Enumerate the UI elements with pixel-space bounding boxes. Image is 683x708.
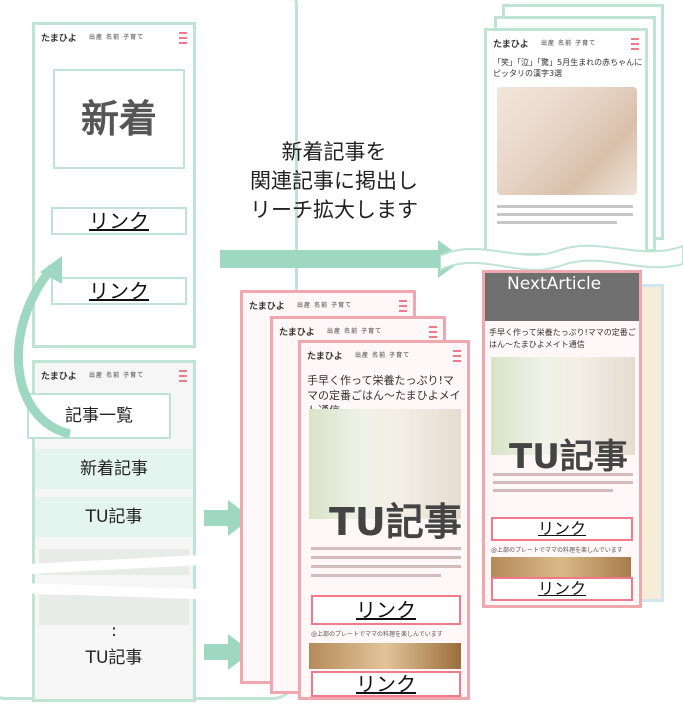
tu-stack-caption: @上部のプレートでママの料理を楽しんでいます	[311, 631, 443, 638]
tu-card-link-2[interactable]: リンク	[491, 577, 633, 601]
text-line	[497, 205, 633, 208]
stack-card-header: たまひよ 出産 名前 子育て	[493, 37, 639, 51]
text-line	[311, 565, 461, 568]
text-line	[311, 547, 461, 550]
tu-stack-link[interactable]: リンク	[311, 595, 461, 625]
text-line	[497, 213, 633, 216]
tu-stack-link-2[interactable]: リンク	[311, 671, 461, 697]
caption-line-3: リーチ拡大します	[250, 198, 418, 222]
menu-icon	[399, 300, 407, 312]
right-tu-card: 手早く作って栄養たっぷり!ママの定番ごはん〜たまひよメイト通信 NextArti…	[482, 270, 642, 608]
menu-icon	[429, 326, 437, 338]
site-logo: たまひよ	[249, 302, 285, 312]
link-2[interactable]: リンク	[51, 277, 187, 305]
mother-photo	[309, 409, 461, 519]
wavy-cut	[440, 244, 683, 272]
site-nav: 出産 名前 子育て	[297, 302, 353, 309]
next-article-label: NextArticle	[507, 274, 602, 294]
site-nav: 出産 名前 子育て	[355, 352, 411, 359]
tu-stack-header: たまひよ 出産 名前 子育て	[279, 325, 437, 339]
tu-label: TU記事	[509, 437, 628, 477]
site-logo: たまひよ	[493, 40, 529, 50]
main-arrow-body	[220, 250, 440, 268]
site-nav: 出産 名前 子育て	[327, 328, 383, 335]
list-row-dots: :	[111, 621, 117, 641]
site-logo: たまひよ	[41, 34, 77, 44]
list-row-placeholder	[39, 595, 189, 625]
tu-stack-header: たまひよ 出産 名前 子育て	[249, 299, 407, 313]
left-phone-header: たまひよ 出産 名前 子育て	[41, 31, 187, 45]
mother-photo	[491, 357, 635, 455]
list-row-tu-2[interactable]: TU記事	[85, 648, 143, 668]
text-line	[311, 574, 441, 577]
caption-line-2: 関連記事に掲出し	[250, 169, 418, 193]
list-phone-header: たまひよ 出産 名前 子育て	[41, 369, 187, 383]
tu-arrow-body-2	[204, 644, 230, 660]
tu-card-link[interactable]: リンク	[491, 517, 633, 541]
new-label-box: 新着	[53, 69, 185, 169]
list-row-tu[interactable]: TU記事	[35, 497, 193, 537]
article-title: 「笑」「泣」「驚」5月生まれの赤ちゃんにピッタリの漢字3選	[493, 58, 643, 78]
site-logo: たまひよ	[41, 372, 77, 382]
menu-icon	[179, 32, 187, 44]
site-nav: 出産 名前 子育て	[89, 372, 145, 379]
menu-icon	[453, 350, 461, 362]
site-nav: 出産 名前 子育て	[541, 40, 597, 47]
text-line	[493, 481, 633, 484]
text-line	[497, 221, 617, 224]
left-phone-list: たまひよ 出産 名前 子育て 記事一覧 新着記事 TU記事 : TU記事	[27, 360, 196, 702]
site-logo: たまひよ	[307, 352, 343, 362]
next-article-bar[interactable]: NextArticle	[485, 273, 639, 321]
tu-card-title: 手早く作って栄養たっぷり!ママの定番ごはん〜たまひよメイト通信	[489, 328, 636, 349]
stack-card-front: たまひよ 出産 名前 子育て 「笑」「泣」「驚」5月生まれの赤ちゃんにピッタリの…	[484, 28, 648, 256]
menu-icon	[179, 370, 187, 382]
baby-photo	[497, 87, 637, 195]
tu-card-caption: @上部のプレートでママの料理を楽しんでいます	[491, 547, 623, 554]
list-row-new[interactable]: 新着記事	[35, 449, 193, 489]
tu-stack-front: たまひよ 出産 名前 子育て 手早く作って栄養たっぷり!ママの定番ごはん〜たまひ…	[298, 340, 470, 700]
link-1[interactable]: リンク	[51, 207, 187, 235]
tu-stack-header: たまひよ 出産 名前 子育て	[307, 349, 461, 363]
tu-label: TU記事	[329, 500, 462, 544]
caption-line-1: 新着記事を	[281, 140, 387, 164]
center-caption: 新着記事を 関連記事に掲出し リーチ拡大します	[214, 138, 454, 225]
site-logo: たまひよ	[279, 328, 315, 338]
curved-arrow	[13, 256, 72, 439]
text-line	[311, 556, 461, 559]
text-line	[493, 473, 633, 476]
text-line	[493, 489, 613, 492]
site-nav: 出産 名前 子育て	[89, 34, 145, 41]
food-strip	[309, 643, 461, 669]
menu-icon	[631, 38, 639, 50]
left-phone-new: たまひよ 出産 名前 子育て 新着 リンク リンク	[32, 22, 196, 348]
tu-arrow-body-1	[204, 510, 230, 526]
